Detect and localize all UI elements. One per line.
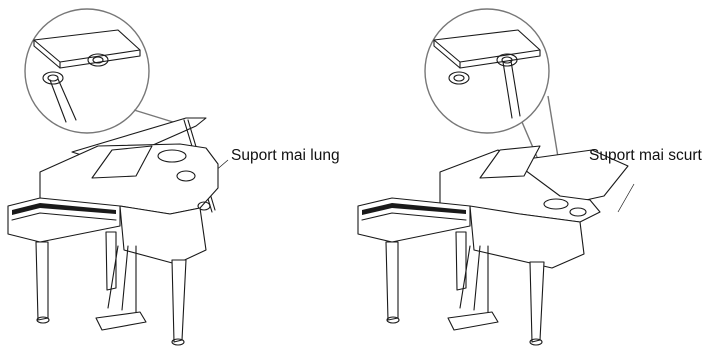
right-rear-leg: [530, 262, 544, 342]
left-piano: [8, 9, 228, 345]
right-front-leg: [386, 242, 398, 320]
left-front-leg: [36, 242, 48, 320]
left-pedals: [96, 312, 146, 330]
left-zoom-detail: [25, 9, 186, 133]
right-pedals: [448, 312, 498, 330]
right-piano: [358, 9, 634, 345]
long-stick-label: Suport mai lung: [231, 148, 340, 164]
short-stick-label: Suport mai scurt: [589, 148, 702, 164]
left-rear-leg: [172, 260, 186, 342]
